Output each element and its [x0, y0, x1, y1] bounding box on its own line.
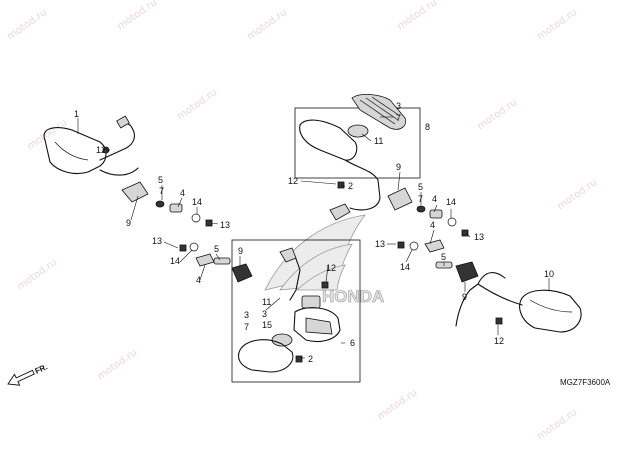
watermark: motod.ru: [15, 257, 59, 292]
part-label-3: 3: [244, 310, 249, 320]
part-label-4: 4: [196, 275, 201, 285]
center-lower-winker: [231, 239, 361, 383]
part-label-12: 12: [96, 145, 106, 155]
part-labels: 1 12 9 5 7 4 14 13 13 14 5 4 9 3 7 8 11 …: [74, 101, 554, 364]
part-label-9: 9: [396, 162, 401, 172]
part-label-5: 5: [418, 182, 423, 192]
part-label-2: 2: [348, 181, 353, 191]
watermark: motod.ru: [535, 7, 579, 42]
part-label-5: 5: [214, 244, 219, 254]
part-label-7: 7: [244, 322, 249, 332]
part-label-13: 13: [220, 220, 230, 230]
part-label-2: 2: [308, 354, 313, 364]
part-label-3: 3: [396, 101, 401, 111]
part-label-15: 15: [262, 320, 272, 330]
part-label-9: 9: [462, 292, 467, 302]
watermark: motod.ru: [95, 347, 139, 382]
part-label-12: 12: [288, 176, 298, 186]
right-socket-assembly: [387, 187, 479, 283]
watermark: motod.ru: [245, 7, 289, 42]
watermark: motod.ru: [25, 117, 69, 152]
watermark: motod.ru: [395, 0, 439, 32]
part-label-4: 4: [180, 188, 185, 198]
watermark: motod.ru: [475, 97, 519, 132]
watermark: motod.ru: [555, 177, 599, 212]
part-label-13: 13: [152, 236, 162, 246]
front-direction-arrow: FR.: [7, 362, 49, 386]
part-label-3: 3: [262, 309, 267, 319]
part-label-7: 7: [418, 194, 423, 204]
honda-wordmark: HONDA: [322, 287, 384, 306]
watermark: motod.ru: [375, 387, 419, 422]
right-rear-winker: [455, 272, 582, 333]
part-label-14: 14: [400, 262, 410, 272]
part-label-11: 11: [374, 136, 383, 146]
part-label-9: 9: [238, 246, 243, 256]
watermark: motod.ru: [175, 87, 219, 122]
part-label-8: 8: [425, 122, 430, 132]
right-upper-winker: [294, 94, 421, 221]
watermark-layer: motod.ru motod.ru motod.ru motod.ru moto…: [5, 0, 599, 442]
part-label-13: 13: [375, 239, 385, 249]
part-label-14: 14: [170, 256, 180, 266]
part-label-14: 14: [446, 197, 456, 207]
assembly-box-8: [294, 107, 421, 179]
leader-lines: [77, 116, 550, 359]
part-label-7: 7: [159, 186, 164, 196]
left-socket-assembly: [102, 146, 253, 283]
assembly-box-6: [231, 239, 361, 383]
part-label-9: 9: [126, 218, 131, 228]
part-label-1: 1: [74, 109, 79, 119]
watermark: motod.ru: [535, 407, 579, 442]
watermark: motod.ru: [5, 7, 49, 42]
part-label-6: 6: [350, 338, 355, 348]
part-label-13: 13: [474, 232, 484, 242]
part-label-14: 14: [192, 197, 202, 207]
part-label-11: 11: [262, 297, 271, 307]
diagram-code: MGZ7F3600A: [560, 378, 611, 387]
left-front-winker: [43, 115, 139, 176]
honda-wing-logo: HONDA: [264, 214, 385, 306]
part-label-7: 7: [396, 113, 401, 123]
part-label-12: 12: [494, 336, 504, 346]
watermark: motod.ru: [115, 0, 159, 32]
part-label-5: 5: [158, 175, 163, 185]
part-label-4: 4: [432, 194, 437, 204]
part-label-5: 5: [441, 252, 446, 262]
direction-label: FR.: [33, 362, 48, 376]
part-label-4: 4: [430, 220, 435, 230]
part-label-12: 12: [326, 263, 336, 273]
part-label-10: 10: [544, 269, 554, 279]
